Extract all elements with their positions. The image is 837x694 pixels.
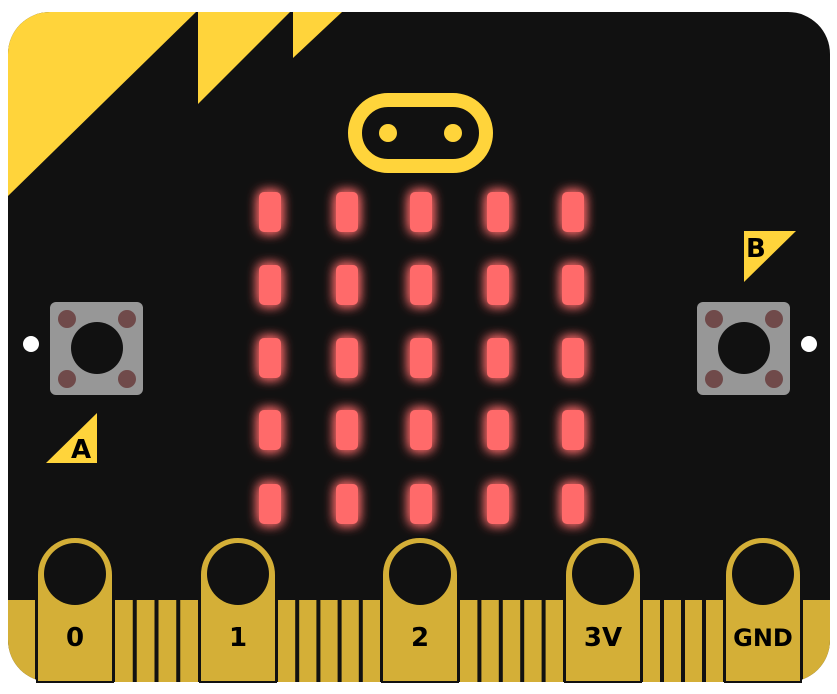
led-1-0 xyxy=(259,265,281,305)
pin-gnd[interactable]: GND xyxy=(724,536,802,683)
led-matrix xyxy=(259,192,584,524)
edge-divider xyxy=(316,600,321,682)
led-0-2 xyxy=(410,192,432,232)
edge-divider xyxy=(541,600,546,682)
led-4-4 xyxy=(562,484,584,524)
corner-decoration xyxy=(198,12,290,104)
button-b[interactable] xyxy=(697,302,790,395)
led-0-0 xyxy=(259,192,281,232)
edge-divider xyxy=(660,600,664,682)
led-1-2 xyxy=(410,265,432,305)
pin-label: 0 xyxy=(66,623,84,653)
button-a-label: A xyxy=(46,413,97,465)
edge-divider xyxy=(520,600,525,682)
button-a[interactable] xyxy=(50,302,143,395)
led-1-4 xyxy=(562,265,584,305)
button-b-label-text: B xyxy=(746,234,766,264)
led-2-4 xyxy=(562,338,584,378)
led-3-2 xyxy=(410,410,432,450)
pin-1[interactable]: 1 xyxy=(199,536,277,683)
pin-hole xyxy=(389,543,451,605)
microbit-logo[interactable] xyxy=(348,93,493,173)
edge-divider xyxy=(702,600,706,682)
mount-hole xyxy=(801,336,817,352)
edge-divider xyxy=(132,600,137,682)
pin-hole xyxy=(572,543,634,605)
edge-divider xyxy=(358,600,363,682)
edge-divider xyxy=(176,600,181,682)
edge-divider xyxy=(681,600,685,682)
edge-divider xyxy=(295,600,300,682)
button-a-label-text: A xyxy=(71,435,91,465)
pin-0[interactable]: 0 xyxy=(36,536,114,683)
led-1-3 xyxy=(487,265,509,305)
pin-label: 3V xyxy=(584,623,622,653)
led-4-2 xyxy=(410,484,432,524)
edge-divider xyxy=(498,600,503,682)
edge-divider xyxy=(154,600,159,682)
led-3-0 xyxy=(259,410,281,450)
pin-label: GND xyxy=(733,624,793,652)
pin-hole xyxy=(207,543,269,605)
pin-hole xyxy=(732,543,794,605)
mount-hole xyxy=(23,336,39,352)
button-b-label: B xyxy=(744,231,796,282)
edge-divider xyxy=(477,600,482,682)
edge-divider xyxy=(337,600,342,682)
led-3-1 xyxy=(336,410,358,450)
pin-hole xyxy=(44,543,106,605)
corner-decoration xyxy=(293,12,342,58)
corner-decoration xyxy=(8,12,196,196)
led-3-3 xyxy=(487,410,509,450)
led-0-4 xyxy=(562,192,584,232)
led-2-0 xyxy=(259,338,281,378)
pin-label: 1 xyxy=(229,623,247,653)
pin-label: 2 xyxy=(411,623,429,653)
led-2-2 xyxy=(410,338,432,378)
led-2-1 xyxy=(336,338,358,378)
led-4-3 xyxy=(487,484,509,524)
pin-2[interactable]: 2 xyxy=(381,536,459,683)
pin-3v[interactable]: 3V xyxy=(564,536,642,683)
led-0-1 xyxy=(336,192,358,232)
led-0-3 xyxy=(487,192,509,232)
led-4-1 xyxy=(336,484,358,524)
led-4-0 xyxy=(259,484,281,524)
led-2-3 xyxy=(487,338,509,378)
led-1-1 xyxy=(336,265,358,305)
led-3-4 xyxy=(562,410,584,450)
